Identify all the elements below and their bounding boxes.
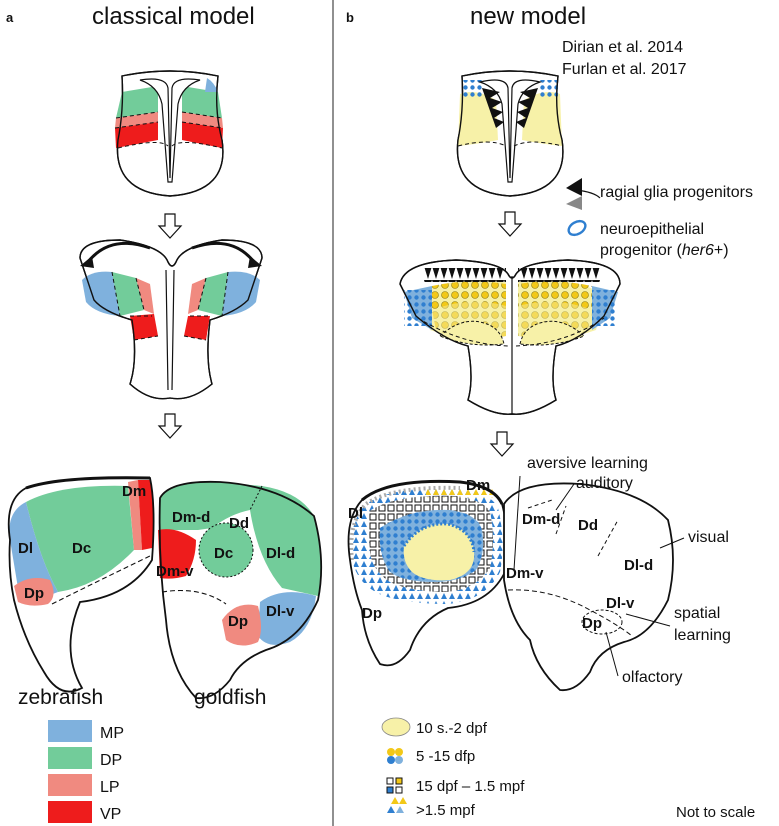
legend-swatch-vp xyxy=(48,801,92,823)
new-model-functional-map xyxy=(503,482,674,692)
key-radial-glia: ragial glia progenitors xyxy=(600,184,753,201)
legend-swatch-lp xyxy=(48,774,92,796)
region-label-dm-v-new: Dm-v xyxy=(506,565,544,582)
region-label-dl-new: Dl xyxy=(348,505,363,522)
region-label-dm-d-new: Dm-d xyxy=(522,511,560,528)
region-label-dm: Dm xyxy=(122,483,146,500)
legend-swatch-late xyxy=(386,777,403,794)
key-progenitor: progenitor (her6+) xyxy=(600,242,729,259)
classical-neural-tube xyxy=(114,70,224,197)
legend-label-vp: VP xyxy=(100,806,121,823)
function-spatial: spatial xyxy=(674,605,720,622)
classical-everted-brain xyxy=(79,239,263,400)
new-model-adult-pallium xyxy=(347,479,509,667)
reference-furlan: Furlan et al. 2017 xyxy=(562,61,687,78)
region-label-dp-right: Dp xyxy=(582,615,602,632)
radial-glia-black-icon xyxy=(566,178,582,196)
species-label-zebrafish: zebrafish xyxy=(18,686,103,709)
function-visual: visual xyxy=(688,529,729,546)
new-model-neural-tube xyxy=(456,70,564,197)
legend-swatch-mp xyxy=(48,720,92,742)
panel-a-letter: a xyxy=(6,10,14,25)
radial-glia-grey-icon xyxy=(566,196,582,210)
legend-classical: MP DP LP VP xyxy=(48,720,124,823)
panel-b-title: new model xyxy=(470,3,586,30)
function-aversive-learning: aversive learning xyxy=(527,455,648,472)
function-olfactory: olfactory xyxy=(622,669,682,686)
legend-new-model: 10 s.-2 dpf 5 -15 dfp 15 dpf – 1.5 mpf >… xyxy=(381,717,525,819)
new-model-everted-brain xyxy=(399,259,621,415)
arrow-down-icon xyxy=(157,213,183,239)
legend-swatch-dp xyxy=(48,747,92,769)
legend-label-late: 15 dpf – 1.5 mpf xyxy=(416,778,525,795)
legend-label-lp: LP xyxy=(100,779,120,796)
goldfish-pallium xyxy=(158,480,323,700)
region-label-dd-new: Dd xyxy=(578,517,598,534)
not-to-scale-note: Not to scale xyxy=(676,804,755,821)
region-label-dm-v: Dm-v xyxy=(156,563,194,580)
region-label-dd: Dd xyxy=(229,515,249,532)
function-learning: learning xyxy=(674,627,731,644)
arrow-down-icon xyxy=(497,211,523,237)
panel-b-letter: b xyxy=(346,10,354,25)
reference-dirian: Dirian et al. 2014 xyxy=(562,39,683,56)
region-label-dl-v-new: Dl-v xyxy=(606,595,635,612)
region-label-dc-goldfish: Dc xyxy=(214,545,233,562)
species-label-goldfish: goldfish xyxy=(194,686,266,709)
legend-label-dp: DP xyxy=(100,752,122,769)
neuroepithelial-icon xyxy=(567,219,587,237)
legend-label-early: 10 s.-2 dpf xyxy=(416,720,488,737)
region-label-dp-goldfish: Dp xyxy=(228,613,248,630)
region-label-dl-d-new: Dl-d xyxy=(624,557,653,574)
zebrafish-pallium xyxy=(7,476,155,693)
legend-swatch-mid xyxy=(387,748,403,764)
legend-swatch-early xyxy=(381,717,411,737)
legend-swatch-adult xyxy=(387,797,407,813)
region-label-dl: Dl xyxy=(18,540,33,557)
function-auditory: auditory xyxy=(576,475,633,492)
key-neuroepithelial: neuroepithelial xyxy=(600,221,704,238)
legend-label-mid: 5 -15 dfp xyxy=(416,748,475,765)
legend-label-adult: >1.5 mpf xyxy=(416,802,476,819)
arrow-down-icon xyxy=(157,413,183,439)
region-label-dc: Dc xyxy=(72,540,91,557)
region-label-dp-new: Dp xyxy=(362,605,382,622)
region-label-dl-v: Dl-v xyxy=(266,603,295,620)
region-label-dl-d: Dl-d xyxy=(266,545,295,562)
region-label-dp: Dp xyxy=(24,585,44,602)
panel-a-title: classical model xyxy=(92,3,255,30)
region-label-dm-new: Dm xyxy=(466,477,490,494)
arrow-down-icon xyxy=(489,431,515,457)
legend-label-mp: MP xyxy=(100,725,124,742)
region-label-dm-d: Dm-d xyxy=(172,509,210,526)
